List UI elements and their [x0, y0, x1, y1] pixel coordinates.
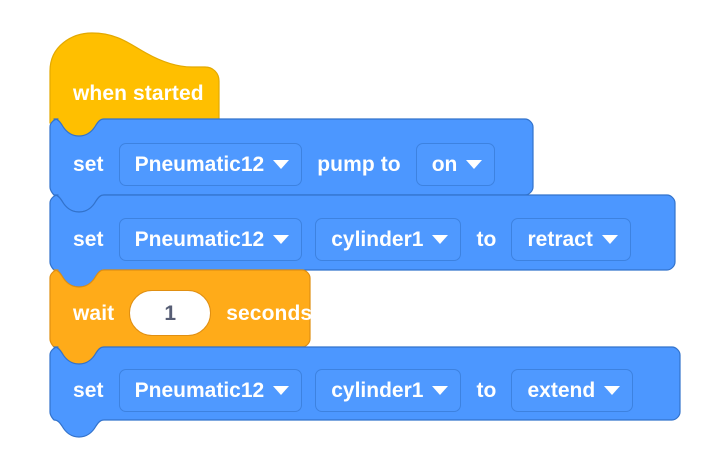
action-dropdown-retract[interactable]: retract — [511, 217, 631, 261]
chevron-down-icon — [604, 386, 621, 395]
chevron-down-icon — [273, 160, 290, 169]
device-dropdown-value: Pneumatic12 — [134, 152, 265, 176]
action-dropdown-value: extend — [527, 378, 596, 402]
chevron-down-icon — [601, 235, 618, 244]
action-dropdown-extend[interactable]: extend — [511, 368, 634, 412]
when-started-block[interactable]: when started — [73, 76, 204, 110]
set-pneumatic-pump-block[interactable]: set Pneumatic12 pump to on — [73, 137, 496, 191]
set-pneumatic-cylinder-extend-block[interactable]: set Pneumatic12 cylinder1 to extend — [73, 363, 634, 417]
chevron-down-icon — [273, 235, 290, 244]
port-dropdown-cylinder1[interactable]: cylinder1 — [315, 217, 462, 261]
when-started-label: when started — [73, 81, 204, 105]
device-dropdown-pneumatic12[interactable]: Pneumatic12 — [118, 368, 303, 412]
seconds-label: seconds — [226, 301, 313, 325]
set-pneumatic-cylinder-retract-block[interactable]: set Pneumatic12 cylinder1 to retract — [73, 212, 631, 266]
wait-duration-value: 1 — [164, 301, 177, 325]
state-dropdown-on[interactable]: on — [415, 142, 496, 186]
port-dropdown-cylinder1[interactable]: cylinder1 — [315, 368, 462, 412]
to-label: to — [476, 227, 497, 251]
device-dropdown-value: Pneumatic12 — [134, 227, 265, 251]
chevron-down-icon — [273, 386, 290, 395]
chevron-down-icon — [466, 160, 483, 169]
wait-duration-input[interactable]: 1 — [129, 290, 212, 336]
action-dropdown-value: retract — [527, 227, 593, 251]
set-label: set — [73, 378, 104, 402]
set-label: set — [73, 227, 104, 251]
wait-seconds-block[interactable]: wait 1 seconds — [73, 287, 312, 339]
port-dropdown-value: cylinder1 — [331, 378, 424, 402]
device-dropdown-pneumatic12[interactable]: Pneumatic12 — [118, 142, 303, 186]
to-label: to — [476, 378, 497, 402]
pump-to-label: pump to — [317, 152, 401, 176]
state-dropdown-value: on — [431, 152, 458, 176]
device-dropdown-value: Pneumatic12 — [134, 378, 265, 402]
wait-label: wait — [73, 301, 115, 325]
device-dropdown-pneumatic12[interactable]: Pneumatic12 — [118, 217, 303, 261]
set-label: set — [73, 152, 104, 176]
chevron-down-icon — [432, 386, 449, 395]
port-dropdown-value: cylinder1 — [331, 227, 424, 251]
chevron-down-icon — [432, 235, 449, 244]
